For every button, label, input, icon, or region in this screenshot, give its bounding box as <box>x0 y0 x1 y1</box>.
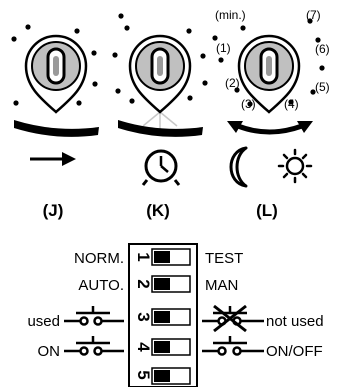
dip-row-1: NORM. 1 TEST <box>74 248 243 267</box>
dial-l-double-arrow <box>227 121 313 135</box>
sun-icon <box>277 148 313 184</box>
moon-icon <box>229 146 248 188</box>
dip-row-3: used 3 <box>27 304 324 333</box>
dip-row-3-number: 3 <box>134 312 153 321</box>
dip-row-2-number: 2 <box>134 279 153 288</box>
position-label-5: (5) <box>315 80 330 94</box>
clock-icon <box>141 149 181 186</box>
dip-row-4-left-label: ON <box>38 343 61 360</box>
dial-j-knob[interactable] <box>24 34 88 114</box>
dial-j-label: (J) <box>43 201 64 220</box>
dip-switch: NORM. 1 TEST AUTO. 2 MAN used <box>27 243 324 387</box>
dip-switch-3-toggle[interactable] <box>151 308 191 326</box>
dial-l: (L) (min.) (1) (2) (3) (4) (5) (6) (7) <box>212 8 330 220</box>
dip-row-1-number: 1 <box>134 252 153 261</box>
dial-k: (K) <box>112 13 208 220</box>
dial-j: (J) <box>11 24 99 220</box>
dip-switch-2-toggle[interactable] <box>151 275 191 293</box>
position-label-2: (2) <box>225 76 240 90</box>
dial-k-label: (K) <box>146 201 170 220</box>
dial-k-arc <box>118 120 203 137</box>
dial-k-knob[interactable] <box>128 34 192 114</box>
dial-l-dots <box>212 18 325 107</box>
dip-row-2-left-label: AUTO. <box>78 277 124 294</box>
arrow-right-icon <box>30 152 76 166</box>
dip-row-5-number: 5 <box>134 370 153 379</box>
dip-switch-1-toggle[interactable] <box>151 248 191 266</box>
position-label-6: (6) <box>315 42 330 56</box>
dip-switch-4-toggle[interactable] <box>151 338 191 356</box>
dip-row-5: 5 <box>134 367 191 385</box>
position-label-1: (1) <box>216 41 231 55</box>
dial-l-knob[interactable] <box>237 34 301 114</box>
pushbutton-symbol-icon <box>64 336 124 356</box>
dip-row-4-number: 4 <box>134 342 153 352</box>
position-label-3: (3) <box>241 97 256 111</box>
dial-k-tick-lines <box>142 111 178 130</box>
crossed-out-pushbutton-icon <box>202 304 264 333</box>
dial-l-position-labels: (min.) (1) (2) (3) (4) (5) (6) (7) <box>215 8 330 111</box>
dial-j-dots <box>11 24 98 106</box>
position-label-7: (7) <box>306 8 321 22</box>
dip-switch-5-toggle[interactable] <box>151 367 191 385</box>
dip-row-1-left-label: NORM. <box>74 250 124 267</box>
dial-k-dots <box>112 13 208 104</box>
position-label-min: (min.) <box>215 8 246 22</box>
pushbutton-symbol-icon <box>202 336 264 356</box>
dip-row-3-right-label: not used <box>266 313 324 330</box>
dial-j-arc <box>14 120 99 137</box>
dial-l-label: (L) <box>256 201 278 220</box>
dip-row-1-right-label: TEST <box>205 250 243 267</box>
dip-row-3-left-label: used <box>27 313 60 330</box>
position-label-4: (4) <box>284 97 299 111</box>
pushbutton-symbol-icon <box>64 306 124 326</box>
dip-row-2-right-label: MAN <box>205 277 238 294</box>
dip-row-4: ON 4 ON/OFF <box>38 336 323 360</box>
dip-row-4-right-label: ON/OFF <box>266 343 323 360</box>
dip-row-2: AUTO. 2 MAN <box>78 275 238 294</box>
